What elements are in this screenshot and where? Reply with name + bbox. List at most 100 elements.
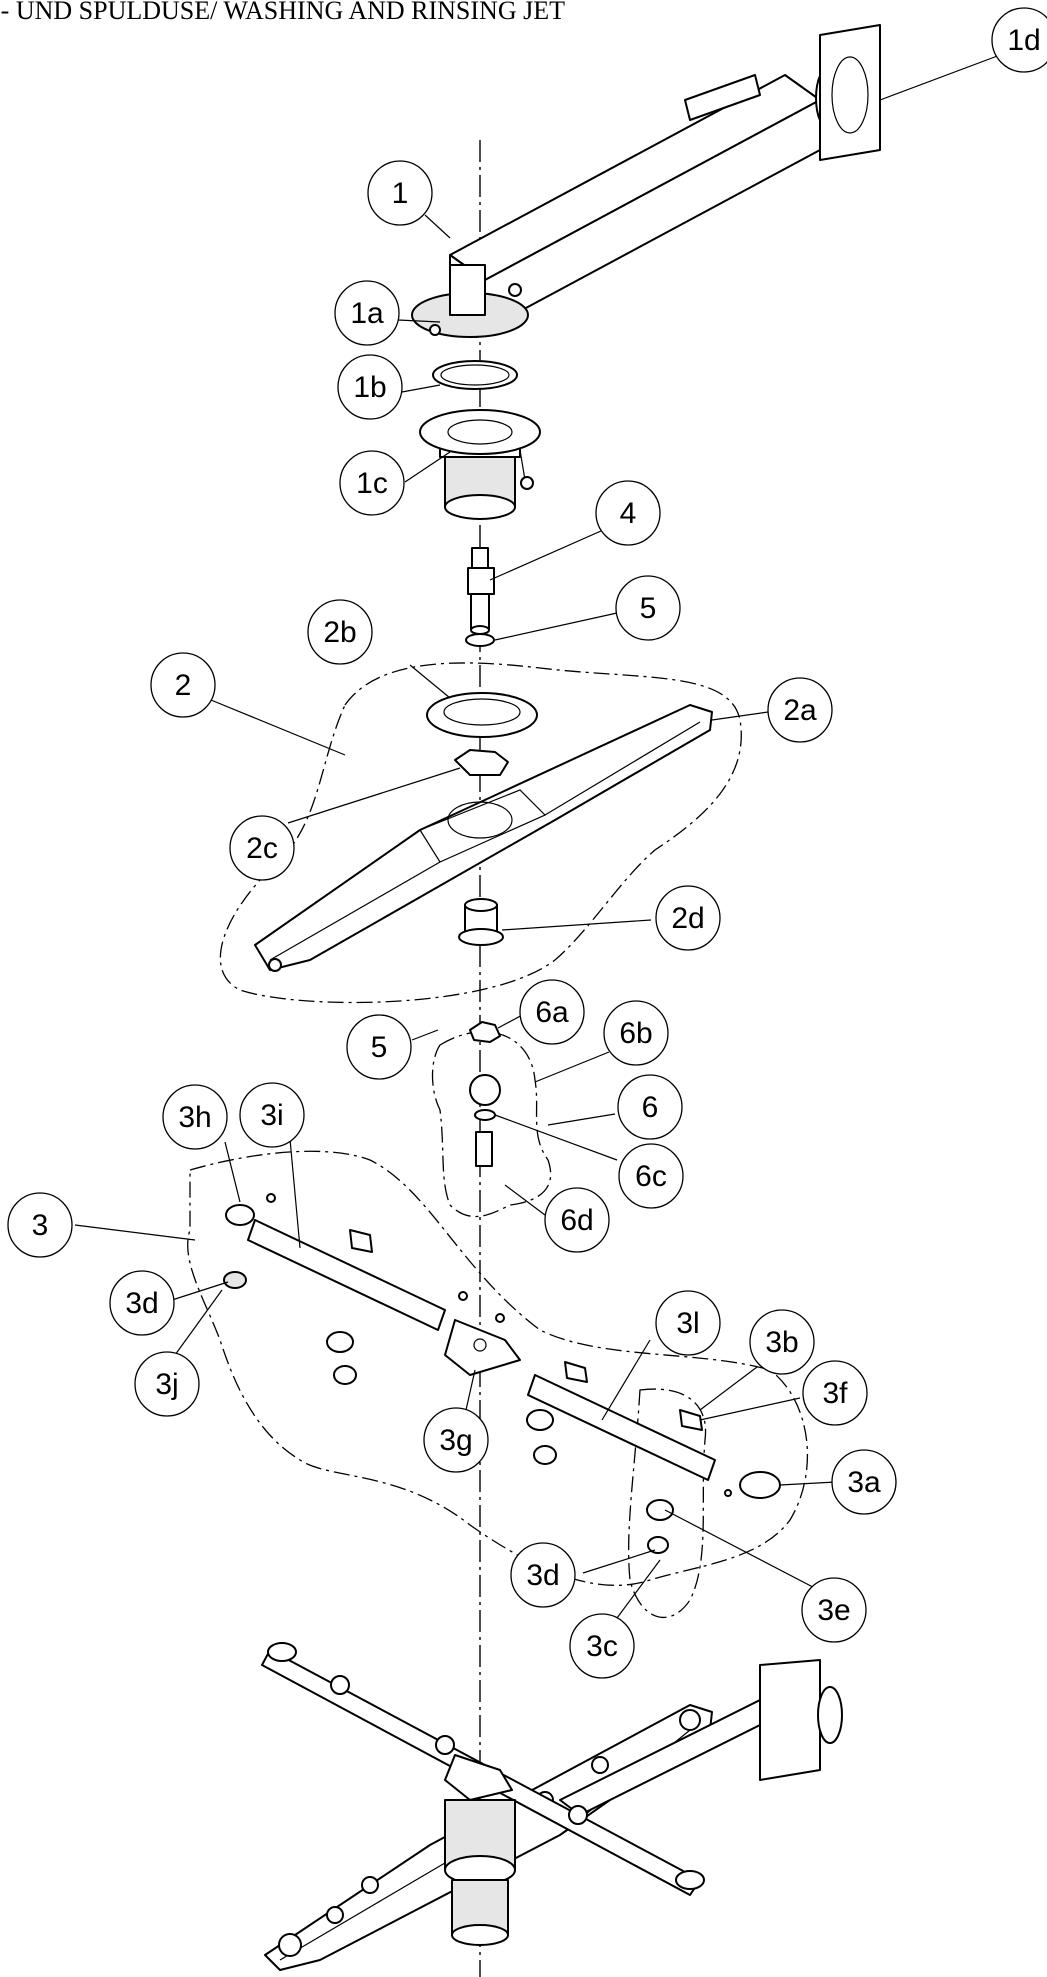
- callout-5: 5: [346, 1014, 412, 1080]
- callout-circle: [7, 1192, 73, 1258]
- callout-circle: [239, 1082, 305, 1148]
- group-outline-2: [219, 662, 742, 1004]
- callout-circle: [991, 7, 1047, 73]
- part-1-pipe: [411, 24, 881, 338]
- callout-3c: 3c: [569, 1613, 635, 1679]
- callout-circle: [603, 1000, 669, 1066]
- callout-label: 2d: [671, 902, 704, 935]
- part-3l-pipe-right: [527, 1374, 781, 1499]
- part-2a-spray-arm: [254, 704, 713, 972]
- callout-label: 3d: [526, 1559, 559, 1592]
- callout-circle: [150, 652, 216, 718]
- callout-label: 3c: [586, 1630, 618, 1663]
- callout-label: 3g: [439, 1424, 472, 1457]
- callout-2c: 2c: [229, 815, 295, 881]
- part-2c-nut: [454, 749, 509, 776]
- part-screw-center-a: [458, 1291, 468, 1301]
- callout-label: 3f: [822, 1377, 848, 1410]
- part-6c-star-wheel: [469, 1074, 501, 1106]
- callout-circle: [595, 480, 661, 546]
- callout-circle: [802, 1360, 868, 1426]
- callout-circle: [767, 677, 833, 743]
- part-screw-right: [724, 1489, 732, 1497]
- group-outline-3: [187, 1150, 808, 1586]
- callout-label: 3e: [817, 1594, 850, 1627]
- callout-circle: [510, 1542, 576, 1608]
- part-3i-pipe-left: [225, 1204, 446, 1331]
- part-5-washer-upper: [465, 633, 495, 647]
- callout-label: 1: [392, 177, 409, 210]
- callout-label: 3h: [178, 1101, 211, 1134]
- callout-6: 6: [617, 1074, 683, 1140]
- callout-3b: 3b: [749, 1309, 815, 1375]
- callout-circle: [109, 1270, 175, 1336]
- callout-circle: [831, 1449, 897, 1515]
- callout-3h: 3h: [162, 1084, 228, 1150]
- part-nozzle-center: [526, 1409, 557, 1465]
- callout-circle: [569, 1613, 635, 1679]
- group-outline-3-sub: [628, 1388, 707, 1618]
- callout-3i: 3i: [239, 1082, 305, 1148]
- callout-1d: 1d: [991, 7, 1047, 73]
- callout-3d: 3d: [510, 1542, 576, 1608]
- callout-circle: [655, 885, 721, 951]
- callout-label: 3j: [155, 1368, 178, 1401]
- callout-label: 6d: [560, 1204, 593, 1237]
- callout-2b: 2b: [307, 599, 373, 665]
- callout-label: 3d: [125, 1287, 158, 1320]
- callout-label: 1d: [1007, 24, 1040, 57]
- callout-label: 2a: [783, 694, 817, 727]
- callout-label: 6a: [535, 996, 569, 1029]
- callout-5: 5: [615, 575, 681, 641]
- callout-2d: 2d: [655, 885, 721, 951]
- callout-circle: [337, 354, 403, 420]
- callout-circle: [346, 1014, 412, 1080]
- callout-6d: 6d: [544, 1187, 610, 1253]
- callout-circle: [519, 979, 585, 1045]
- callout-6b: 6b: [603, 1000, 669, 1066]
- callout-circle: [307, 599, 373, 665]
- group-outline-6: [431, 1031, 552, 1218]
- assembled-view: [261, 1642, 843, 1971]
- callout-label: 1b: [353, 371, 386, 404]
- leader-lines: [74, 51, 1009, 1619]
- callout-6c: 6c: [618, 1143, 684, 1209]
- part-6d-pin: [475, 1131, 493, 1167]
- callout-circle: [229, 815, 295, 881]
- callout-circle: [544, 1187, 610, 1253]
- callout-circle: [367, 160, 433, 226]
- callout-label: 5: [371, 1031, 388, 1064]
- callout-circle: [801, 1577, 867, 1643]
- callout-4: 4: [595, 480, 661, 546]
- callout-label: 2c: [246, 832, 278, 865]
- callout-circle: [134, 1351, 200, 1417]
- callout-3a: 3a: [831, 1449, 897, 1515]
- callout-3d: 3d: [109, 1270, 175, 1336]
- callout-3: 3: [7, 1192, 73, 1258]
- callout-label: 3: [32, 1209, 49, 1242]
- callout-circle: [749, 1309, 815, 1375]
- callout-label: 2: [175, 669, 192, 702]
- callout-1: 1: [367, 160, 433, 226]
- callout-2: 2: [150, 652, 216, 718]
- part-screw-center-b: [495, 1313, 505, 1323]
- part-1b-ring-inner: [440, 364, 510, 386]
- callout-3l: 3l: [655, 1290, 721, 1356]
- part-clip-center: [564, 1361, 588, 1383]
- part-clip-left: [349, 1229, 373, 1253]
- part-5-washer-lower: [474, 1109, 496, 1121]
- part-screw-left: [266, 1193, 276, 1203]
- callout-label: 6b: [619, 1017, 652, 1050]
- part-nozzle-left: [223, 1271, 357, 1385]
- callout-circle: [655, 1290, 721, 1356]
- callout-label: 3b: [765, 1326, 798, 1359]
- callout-circle: [339, 450, 405, 516]
- callout-circle: [162, 1084, 228, 1150]
- callout-label: 5: [640, 592, 657, 625]
- part-3g-hub: [444, 1319, 521, 1376]
- callout-label: 3a: [847, 1466, 881, 1499]
- callout-label: 3l: [676, 1307, 699, 1340]
- part-1b-ring: [432, 360, 518, 390]
- callout-6a: 6a: [519, 979, 585, 1045]
